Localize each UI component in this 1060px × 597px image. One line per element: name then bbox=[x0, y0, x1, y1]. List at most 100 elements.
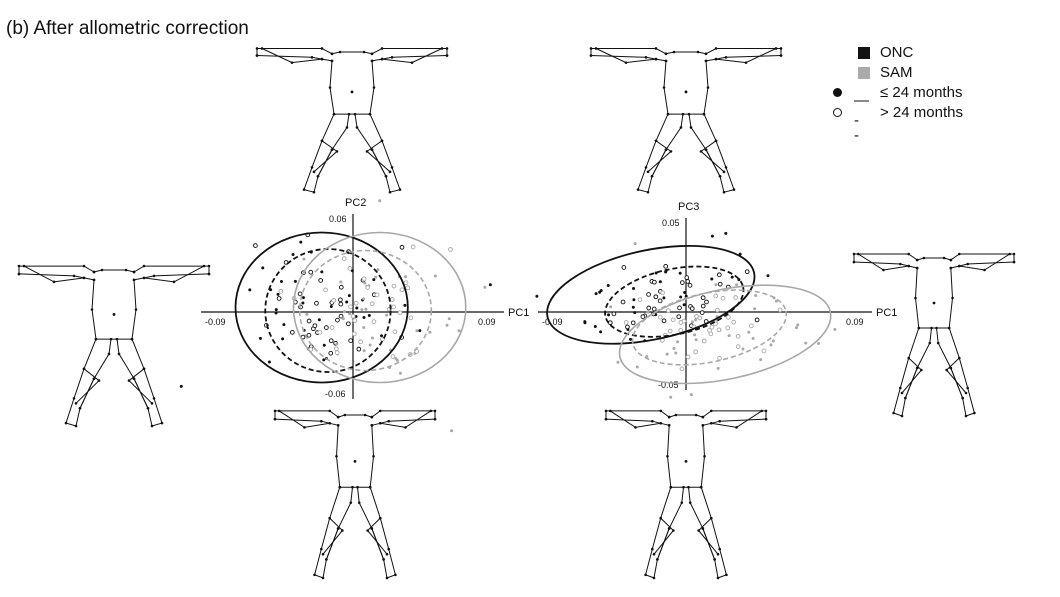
landmark-point bbox=[650, 174, 654, 178]
data-point bbox=[403, 303, 407, 307]
data-point bbox=[759, 358, 763, 362]
data-point bbox=[754, 317, 760, 323]
outline-segment bbox=[274, 418, 339, 426]
data-point bbox=[607, 313, 611, 317]
data-point bbox=[630, 320, 636, 326]
data-point bbox=[253, 243, 258, 248]
landmark-point bbox=[666, 454, 669, 458]
data-point bbox=[657, 314, 663, 320]
data-point bbox=[816, 341, 820, 345]
landmark-point bbox=[687, 112, 691, 116]
landmark-point bbox=[370, 415, 374, 419]
data-point bbox=[338, 313, 344, 319]
data-point bbox=[322, 358, 326, 362]
landmark-point bbox=[335, 454, 338, 458]
data-point bbox=[356, 346, 362, 352]
landmark-point bbox=[882, 268, 885, 272]
data-point bbox=[735, 344, 741, 349]
landmark-point bbox=[915, 266, 919, 270]
landmark-point bbox=[716, 552, 720, 556]
y-axis-label: PC2 bbox=[345, 197, 366, 209]
data-point bbox=[391, 283, 397, 289]
data-point bbox=[279, 280, 283, 284]
confidence-ellipse bbox=[618, 284, 832, 385]
landmark-point bbox=[1012, 260, 1016, 264]
outline-segment bbox=[637, 113, 684, 193]
landmark-point bbox=[312, 190, 316, 194]
data-point bbox=[367, 313, 371, 317]
data-point bbox=[678, 320, 684, 325]
data-point bbox=[350, 269, 354, 273]
outline-segment bbox=[945, 357, 967, 394]
landmark-point bbox=[662, 86, 666, 89]
data-point bbox=[301, 301, 305, 305]
data-point bbox=[735, 333, 741, 339]
data-point bbox=[777, 307, 783, 313]
data-point bbox=[684, 275, 690, 280]
outline-segment bbox=[303, 113, 350, 193]
landmark-point bbox=[202, 264, 206, 268]
landmark-point bbox=[701, 424, 705, 427]
landmark-point bbox=[699, 150, 703, 153]
landmark-point bbox=[398, 188, 402, 191]
data-point bbox=[317, 329, 323, 335]
data-point bbox=[368, 343, 372, 347]
outline-segment bbox=[314, 487, 353, 579]
data-point bbox=[717, 355, 722, 361]
landmark-point bbox=[744, 61, 748, 64]
landmark-point bbox=[624, 61, 628, 64]
data-point bbox=[726, 314, 731, 320]
outline-segment bbox=[354, 113, 401, 193]
landmark-point bbox=[445, 47, 449, 50]
data-point bbox=[391, 304, 396, 310]
data-point bbox=[369, 301, 375, 307]
landmark-point bbox=[207, 264, 211, 268]
data-point bbox=[701, 338, 707, 344]
landmark-point bbox=[152, 274, 156, 278]
data-point bbox=[699, 310, 705, 315]
outline-segment bbox=[133, 378, 149, 409]
outline-segment bbox=[91, 279, 137, 340]
data-point bbox=[365, 285, 371, 290]
landmark-point bbox=[17, 264, 21, 268]
landmark-point bbox=[320, 419, 323, 423]
landmark-point bbox=[674, 413, 678, 417]
landmark-point bbox=[100, 268, 104, 272]
y-tick-label: -0.05 bbox=[658, 380, 679, 390]
data-point bbox=[405, 285, 411, 291]
landmark-point bbox=[856, 252, 860, 256]
outline-segment bbox=[853, 261, 918, 269]
data-point bbox=[355, 306, 359, 310]
data-point bbox=[347, 294, 351, 298]
data-point bbox=[749, 323, 754, 329]
data-point bbox=[685, 279, 691, 284]
data-point bbox=[312, 323, 318, 329]
landmark-point bbox=[644, 166, 648, 169]
landmark-point bbox=[390, 56, 394, 59]
landmark-point bbox=[310, 166, 314, 169]
landmark-point bbox=[320, 57, 324, 61]
sam-swatch bbox=[858, 67, 870, 79]
data-point bbox=[376, 268, 380, 272]
landmark-point bbox=[130, 337, 134, 341]
landmark-point bbox=[328, 86, 332, 89]
data-point bbox=[293, 279, 297, 283]
outline-segment bbox=[133, 265, 210, 274]
outline-segment bbox=[335, 425, 375, 488]
data-point bbox=[361, 276, 367, 282]
outline-segment bbox=[366, 140, 391, 173]
landmark-point bbox=[689, 126, 693, 129]
outline-segment bbox=[116, 338, 163, 427]
landmark-point bbox=[697, 529, 700, 532]
landmark-point bbox=[589, 54, 593, 57]
outline-segment bbox=[329, 60, 375, 115]
confidence-ellipse bbox=[631, 289, 788, 366]
landmark-point bbox=[672, 529, 675, 532]
landmark-point bbox=[667, 527, 671, 530]
landmark-point bbox=[370, 148, 374, 151]
outline-segment bbox=[590, 48, 667, 56]
landmark-point bbox=[347, 112, 351, 116]
outline-segment bbox=[75, 368, 100, 404]
landmark-point bbox=[915, 258, 919, 262]
